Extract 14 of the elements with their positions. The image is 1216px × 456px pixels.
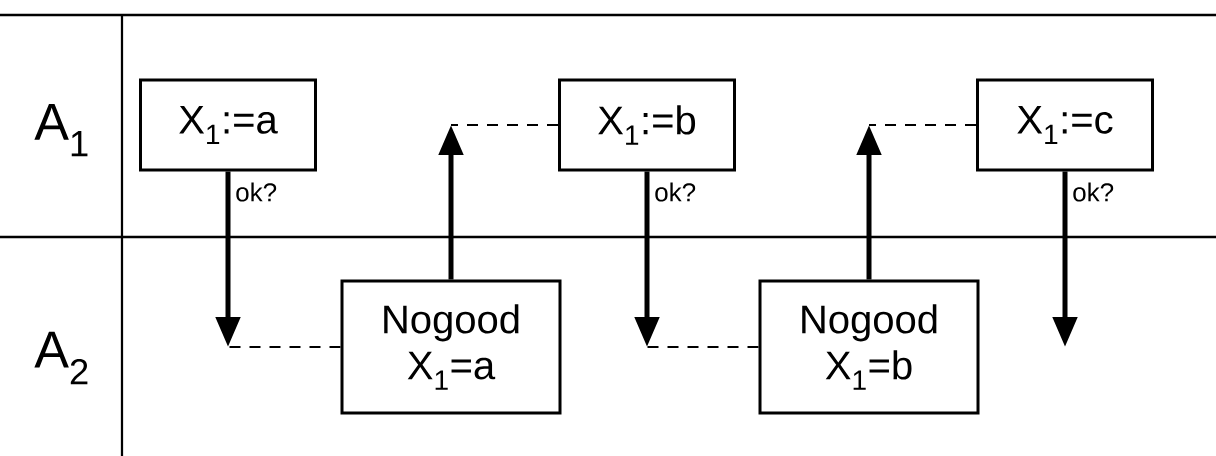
dashed-line [646,346,760,348]
process-box: X$_{1}$:=a [139,78,317,172]
process-box: X$_{1}$:=c [976,78,1154,172]
process-box: Nogood X$_{1}$=b [758,279,980,415]
edge-label: ok? [655,182,696,202]
dashed-line [868,124,977,126]
edge-label: ok? [1073,182,1114,202]
dashed-line [227,346,342,348]
lane-label: A$_{2}$ [34,331,88,385]
process-box: X$_{1}$:=b [558,78,736,172]
process-box: Nogood X$_{1}$=a [340,279,562,415]
edge-label: ok? [236,182,277,202]
dashed-line [450,124,559,126]
lane-label: A$_{1}$ [34,103,88,157]
